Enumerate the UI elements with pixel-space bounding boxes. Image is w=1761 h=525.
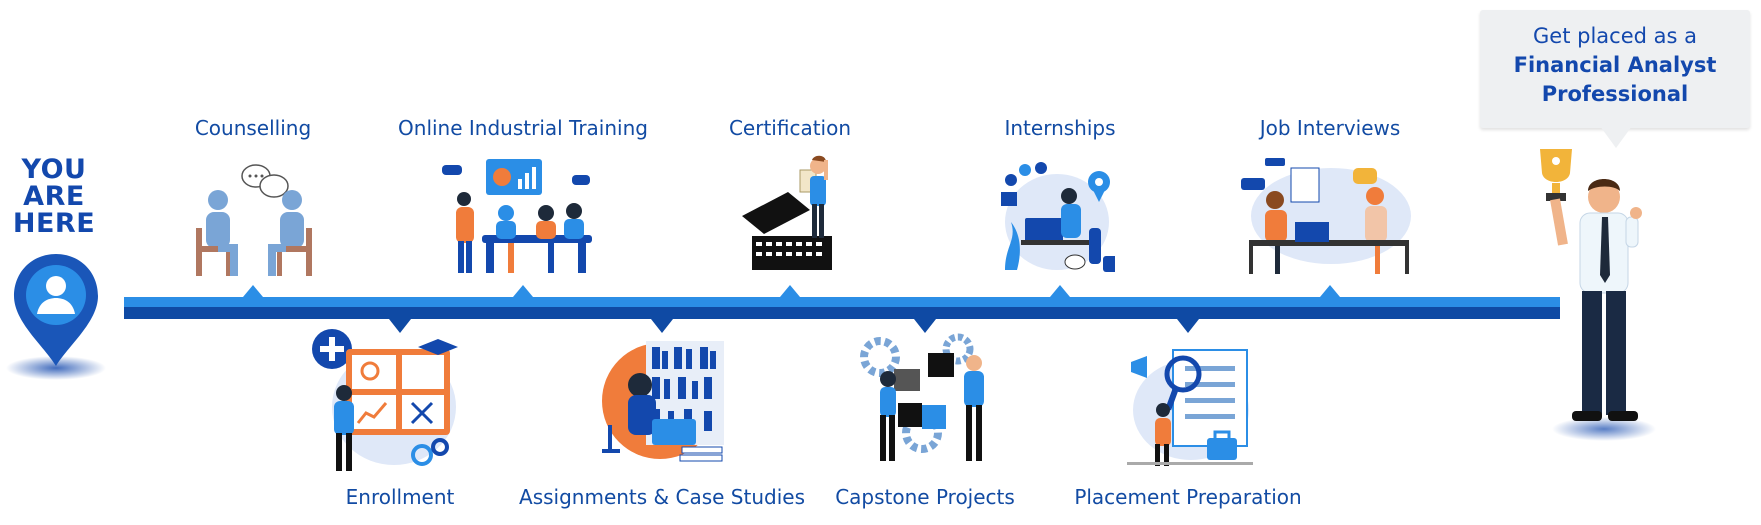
timeline-marker-up: [780, 285, 800, 297]
step-label-assignments-case-studies: Assignments & Case Studies: [519, 485, 805, 509]
goal-line-3: Professional: [1541, 82, 1689, 106]
timeline-marker-down: [389, 319, 411, 333]
you-label-line-3: HERE: [12, 208, 96, 239]
goal-line-1: Get placed as a: [1533, 24, 1697, 48]
timeline-marker-up: [1320, 285, 1340, 297]
goal-card: Get placed as a Financial Analyst Profes…: [1480, 10, 1750, 128]
internships-illustration-icon: [1001, 162, 1115, 272]
goal-card-tail: [1600, 126, 1632, 148]
timeline-marker-up: [243, 285, 263, 297]
location-pin-user-icon: [6, 254, 106, 380]
step-label-placement-preparation: Placement Preparation: [1074, 485, 1302, 509]
step-label-enrollment: Enrollment: [345, 485, 455, 509]
you-label-line-1: YOU: [21, 154, 87, 185]
you-label-line-2: ARE: [23, 181, 85, 212]
assignments-illustration-icon: [602, 341, 724, 462]
job-interviews-illustration-icon: [1241, 158, 1411, 274]
professional-trophy-illustration-icon: [1540, 149, 1656, 441]
timeline-bar-top: [124, 297, 1560, 307]
step-label-counselling: Counselling: [194, 116, 312, 140]
counselling-illustration-icon: [196, 164, 312, 276]
capstone-illustration-icon: [860, 333, 984, 461]
step-label-job-interviews: Job Interviews: [1259, 116, 1401, 140]
goal-line-2: Financial Analyst: [1513, 53, 1717, 77]
step-label-capstone-projects: Capstone Projects: [835, 485, 1015, 509]
timeline-marker-down: [1177, 319, 1199, 333]
timeline-bar-bottom: [124, 307, 1560, 319]
timeline-marker-down: [651, 319, 673, 333]
step-label-certification: Certification: [728, 116, 852, 140]
timeline-marker-up: [1050, 285, 1070, 297]
enrollment-illustration-icon: [312, 329, 458, 471]
online-training-illustration-icon: [442, 159, 592, 273]
certification-illustration-icon: [742, 155, 832, 270]
step-label-online-industrial-training: Online Industrial Training: [398, 116, 648, 140]
step-label-internships: Internships: [1004, 116, 1116, 140]
placement-prep-illustration-icon: [1127, 349, 1253, 466]
timeline-marker-down: [914, 319, 936, 333]
timeline-marker-up: [513, 285, 533, 297]
